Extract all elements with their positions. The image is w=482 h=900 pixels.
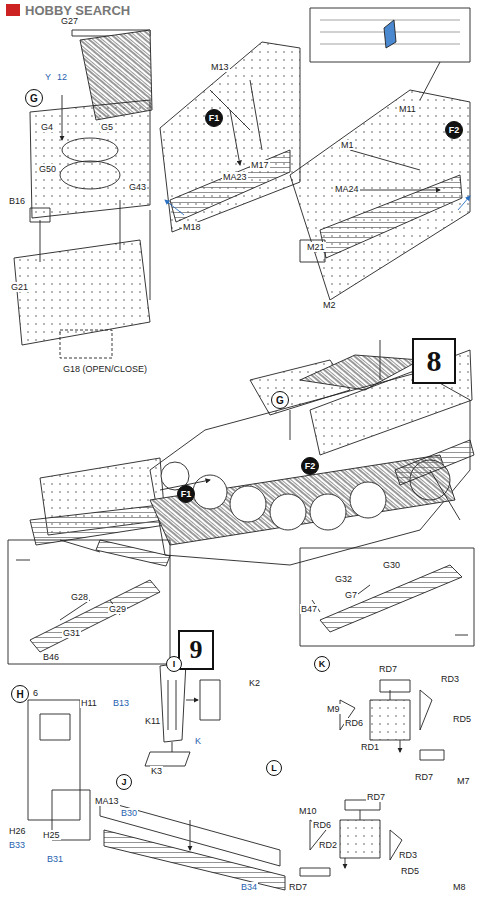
assembly-letter-text: F2	[449, 125, 460, 135]
assembly-letter: F2	[301, 457, 319, 475]
part-number: M2	[322, 300, 337, 310]
part-number: Y	[44, 72, 52, 82]
part-number: M10	[298, 806, 318, 816]
step-number: 8	[412, 338, 456, 384]
assembly-letter: K	[314, 656, 330, 672]
part-number: M8	[452, 882, 467, 892]
part-number: RD7	[366, 792, 386, 802]
assembly-letter: G	[271, 391, 289, 409]
assembly-letter-text: K	[319, 659, 326, 669]
part-number: K11	[144, 716, 161, 726]
part-number: RD1	[360, 742, 380, 752]
assembly-letter: J	[116, 774, 132, 790]
part-number: B34	[240, 882, 258, 892]
part-number: G7	[344, 590, 358, 600]
part-number: G28	[70, 592, 89, 602]
part-number: RD6	[312, 820, 332, 830]
part-number: M13	[210, 62, 230, 72]
part-number: MA13	[94, 796, 120, 806]
part-number: G18 (OPEN/CLOSE)	[62, 364, 148, 374]
assembly-letter: F1	[177, 485, 195, 503]
part-number: M7	[456, 776, 471, 786]
step-number-text: 8	[427, 344, 442, 378]
part-number: B33	[8, 840, 26, 850]
part-number: 6	[32, 688, 39, 698]
part-number: RD7	[288, 882, 308, 892]
part-number: RD2	[318, 840, 338, 850]
part-number: M21	[306, 242, 326, 252]
part-number: B31	[46, 854, 64, 864]
assembly-letter-text: L	[271, 763, 277, 773]
assembly-letter-text: I	[173, 659, 176, 669]
assembly-letter-text: F1	[181, 489, 192, 499]
assembly-letter-text: G	[30, 93, 38, 104]
part-number: B30	[120, 808, 138, 818]
part-number: G30	[382, 560, 401, 570]
part-number: G29	[108, 604, 127, 614]
step-number: 9	[178, 630, 214, 670]
part-number: RD7	[414, 772, 434, 782]
assembly-letter: H	[11, 685, 29, 703]
step-number-text: 9	[190, 635, 203, 665]
part-number: RD3	[398, 850, 418, 860]
part-number: K	[194, 736, 202, 746]
assembly-letter-text: F2	[305, 461, 316, 471]
part-number: M9	[326, 704, 341, 714]
part-number: G4	[40, 122, 54, 132]
part-number: M11	[398, 104, 417, 114]
assembly-letter: L	[266, 760, 282, 776]
part-number: M18	[182, 222, 202, 232]
part-number: H11	[80, 698, 98, 708]
part-number: G21	[10, 282, 29, 292]
assembly-letter-text: J	[121, 777, 126, 787]
assembly-letter-text: F1	[209, 113, 220, 123]
part-number: B47	[300, 604, 318, 614]
assembly-letter: G	[25, 89, 43, 107]
part-number: B16	[8, 196, 26, 206]
part-number: G43	[128, 182, 147, 192]
part-number: G31	[62, 628, 81, 638]
part-number: K3	[150, 766, 163, 776]
part-number: B46	[42, 652, 60, 662]
part-number: MA24	[334, 184, 360, 194]
assembly-letter: F2	[445, 121, 463, 139]
part-number: M1	[340, 140, 355, 150]
part-number: 12	[56, 72, 68, 82]
part-number: MA23	[222, 172, 248, 182]
part-number: H26	[8, 826, 27, 836]
part-number: K2	[248, 678, 261, 688]
part-number: G50	[38, 164, 57, 174]
part-number: B13	[112, 698, 130, 708]
assembly-letter: I	[166, 656, 182, 672]
part-number: M17	[250, 160, 270, 170]
part-number: G32	[334, 574, 353, 584]
part-number: H25	[42, 830, 61, 840]
part-number: RD3	[440, 674, 460, 684]
assembly-letter: F1	[205, 109, 223, 127]
assembly-letter-text: G	[276, 395, 284, 406]
part-number: RD5	[452, 714, 472, 724]
part-number: G5	[100, 122, 114, 132]
part-number: RD7	[378, 664, 398, 674]
assembly-letter-text: H	[16, 689, 23, 700]
part-number: RD6	[344, 718, 364, 728]
part-number: RD5	[400, 866, 420, 876]
part-number: G27	[60, 16, 79, 26]
